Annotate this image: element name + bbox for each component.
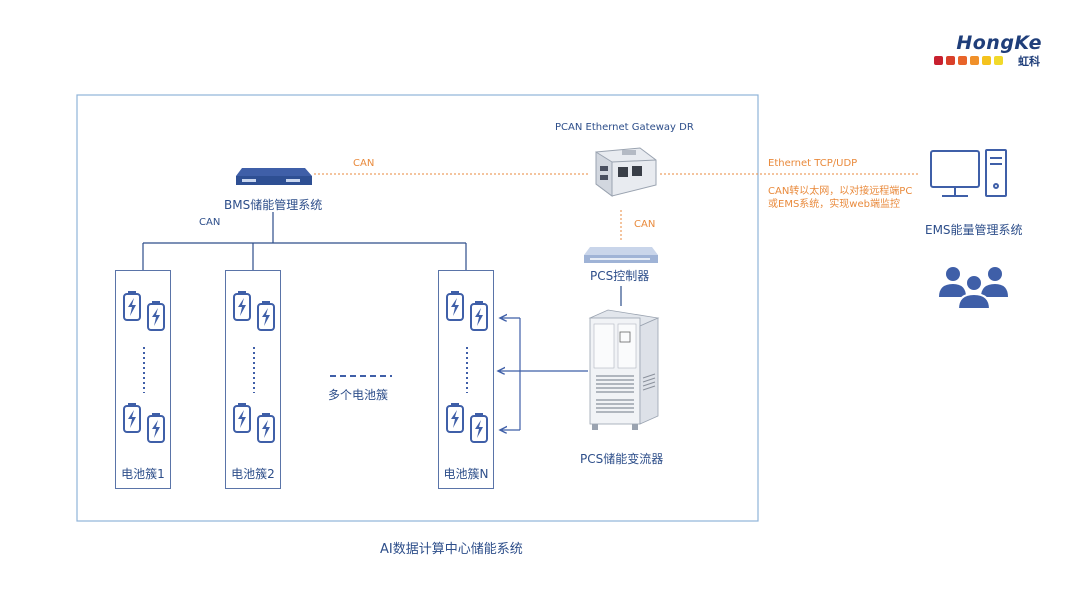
battery-cluster-2: 电池簇2 bbox=[225, 270, 281, 489]
battery-cluster-1: 电池簇1 bbox=[115, 270, 171, 489]
system-frame bbox=[76, 94, 759, 522]
pcs-converter-icon bbox=[588, 309, 660, 430]
battery-icons bbox=[446, 291, 488, 443]
gateway-device-icon bbox=[595, 147, 657, 197]
pcs-converter-label: PCS储能变流器 bbox=[580, 452, 664, 466]
bms-device-icon bbox=[236, 168, 312, 185]
can-gateway-label: CAN bbox=[634, 219, 656, 230]
cluster-label: 电池簇1 bbox=[121, 467, 165, 481]
pcs-controller-label: PCS控制器 bbox=[590, 269, 650, 283]
bms-bus bbox=[142, 212, 467, 270]
ethernet-label: Ethernet TCP/UDP bbox=[768, 158, 858, 169]
can-bms-label: CAN bbox=[199, 217, 221, 228]
power-arrows bbox=[498, 318, 588, 430]
bms-label: BMS储能管理系统 bbox=[224, 198, 323, 212]
multi-cluster-label: 多个电池簇 bbox=[328, 388, 389, 402]
gateway-title: PCAN Ethernet Gateway DR bbox=[555, 122, 694, 133]
brand-color-squares bbox=[934, 56, 1003, 65]
cluster-label: 电池簇2 bbox=[231, 467, 275, 481]
brand-logo: HongKe 虹科 bbox=[930, 32, 1042, 72]
brand-name: HongKe bbox=[956, 32, 1042, 54]
brand-subname: 虹科 bbox=[1018, 55, 1040, 68]
users-icon bbox=[939, 267, 1008, 310]
ems-label: EMS能量管理系统 bbox=[925, 223, 1023, 237]
can-top-label: CAN bbox=[353, 158, 375, 169]
note-line-1: CAN转以太网，以对接远程端PC bbox=[768, 186, 913, 197]
note-line-2: 或EMS系统，实现web端监控 bbox=[768, 199, 900, 210]
battery-icons bbox=[123, 291, 165, 443]
pcs-controller-icon bbox=[584, 247, 658, 263]
system-title: AI数据计算中心储能系统 bbox=[380, 542, 523, 557]
cluster-label: 电池簇N bbox=[443, 467, 489, 481]
battery-icons bbox=[233, 291, 275, 443]
battery-cluster-n: 电池簇N bbox=[438, 270, 494, 489]
ems-computer-icon bbox=[930, 149, 1007, 197]
